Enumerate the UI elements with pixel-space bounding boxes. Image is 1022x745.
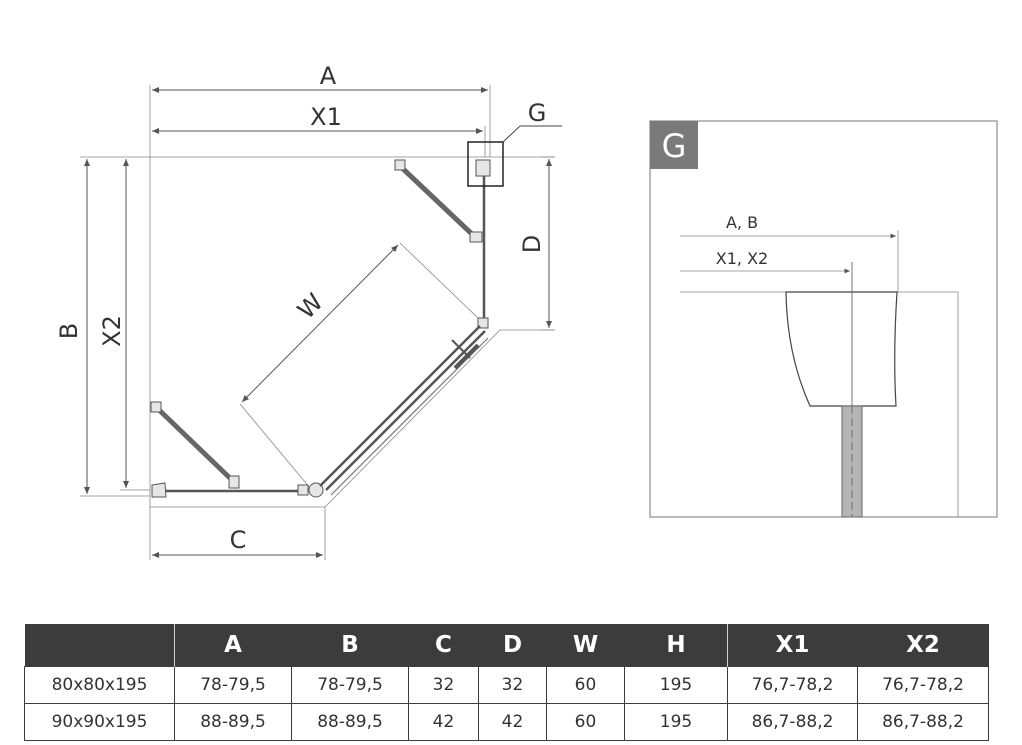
hinge-icon [308,482,324,498]
table-cell: 42 [478,703,547,741]
header-a: A [174,624,292,667]
header-x1: X1 [727,624,858,667]
table-cell: 76,7-78,2 [727,666,858,704]
table-cell: 195 [624,703,728,741]
header-blank [24,624,175,667]
table-cell: 88-89,5 [291,703,409,741]
table-cell: 86,7-88,2 [857,703,989,741]
detail-badge [650,121,698,169]
label-g: G [528,99,547,127]
detail-label-x1x2: X1, X2 [716,249,768,268]
label-c: C [230,526,247,554]
table-cell: 86,7-88,2 [727,703,858,741]
table-cell: 80x80x195 [24,666,175,704]
label-x1: X1 [310,103,342,131]
table-cell: 32 [478,666,547,704]
wall-profile-detail [785,291,898,407]
label-b: B [55,323,83,339]
detail-g-view: G A, B X1, X2 [649,120,998,518]
table-cell: 60 [546,703,625,741]
label-a: A [320,62,337,90]
label-w: W [292,288,329,325]
detail-label-ab: A, B [726,213,758,232]
table-cell: 88-89,5 [174,703,292,741]
dimensions-table: A B C D W H X1 X2 80x80x195 78-79,5 78-7… [24,624,989,741]
table-row: 80x80x195 78-79,5 78-79,5 32 32 60 195 7… [24,666,989,704]
label-x2: X2 [98,315,126,347]
table-cell: 90x90x195 [24,703,175,741]
table-header-row: A B C D W H X1 X2 [24,624,989,667]
table-cell: 78-79,5 [174,666,292,704]
header-b: B [291,624,409,667]
wall-profile-right [475,159,491,177]
table-cell: 78-79,5 [291,666,409,704]
table-cell: 195 [624,666,728,704]
table-cell: 32 [408,666,479,704]
shower-enclosure-diagram: A X1 B X2 C D W [55,62,998,560]
header-w: W [546,624,625,667]
header-d: D [478,624,547,667]
table-cell: 42 [408,703,479,741]
header-x2: X2 [857,624,989,667]
header-c: C [408,624,479,667]
detail-badge-letter: G [662,127,687,165]
header-h: H [624,624,728,667]
table-cell: 76,7-78,2 [857,666,989,704]
label-d: D [518,235,546,253]
plan-view: A X1 B X2 C D W [55,62,562,560]
table-cell: 60 [546,666,625,704]
table-row: 90x90x195 88-89,5 88-89,5 42 42 60 195 8… [24,703,989,741]
detail-g-callout [467,141,504,187]
wall-profile-left [151,482,167,498]
